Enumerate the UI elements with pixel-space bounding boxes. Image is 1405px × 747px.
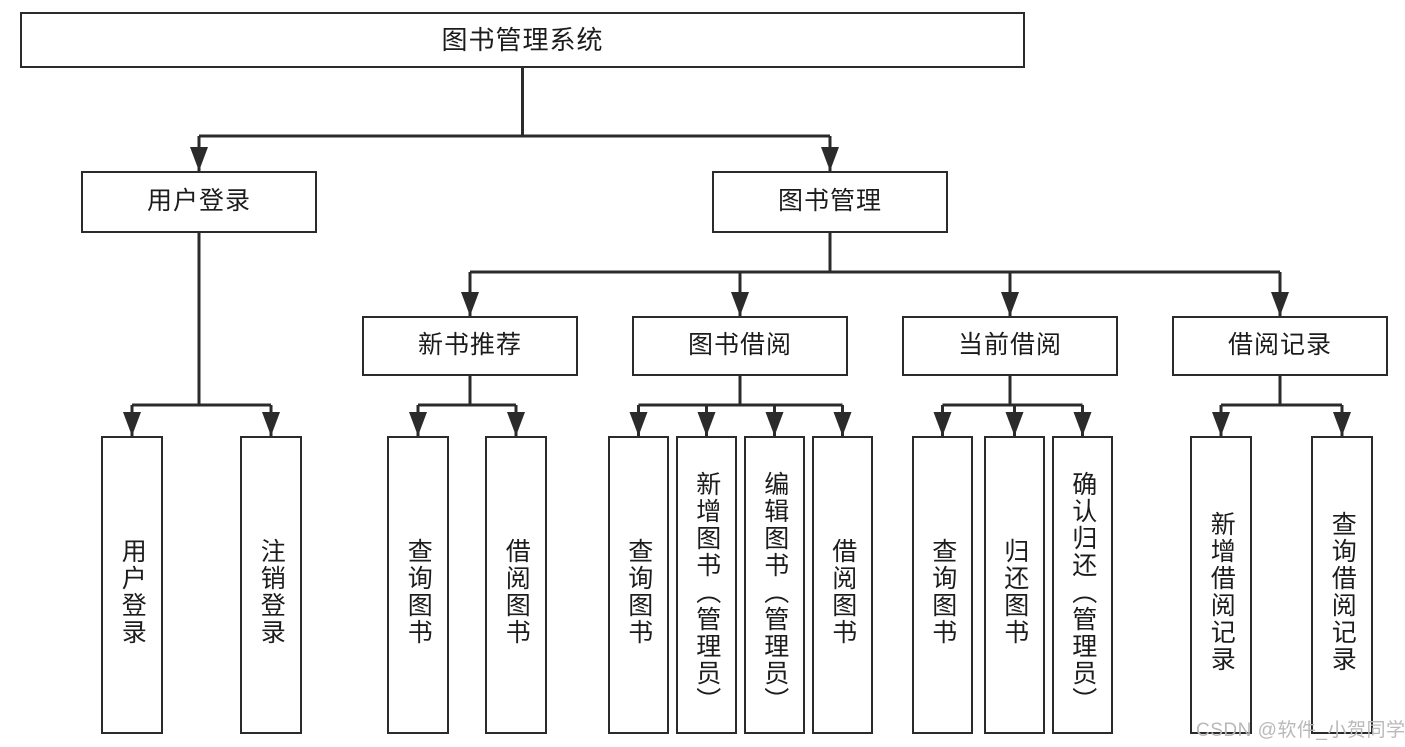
node-root-book-management-system[interactable]: 图书管理系统 — [20, 12, 1025, 68]
node-book-management[interactable]: 图书管理 — [712, 171, 948, 233]
node-user-login[interactable]: 用户登录 — [81, 171, 317, 233]
node-label: 新书推荐 — [417, 331, 522, 360]
node-label: 注销登录 — [257, 538, 286, 646]
node-label: 当前借阅 — [957, 331, 1062, 360]
node-label: 图书借阅 — [687, 331, 792, 360]
node-label: 借阅图书 — [828, 538, 857, 646]
node-label: 新增借阅记录 — [1207, 511, 1236, 673]
node-leaf-user-login[interactable]: 用户登录 — [101, 436, 163, 734]
node-label: 借阅记录 — [1227, 331, 1332, 360]
node-label: 查询图书 — [624, 538, 653, 646]
node-leaf-return-book[interactable]: 归还图书 — [984, 436, 1045, 734]
node-leaf-borrow-book-1[interactable]: 借阅图书 — [485, 436, 547, 734]
node-borrowing-record[interactable]: 借阅记录 — [1172, 316, 1388, 376]
node-leaf-logout[interactable]: 注销登录 — [240, 436, 302, 734]
node-leaf-query-book-1[interactable]: 查询图书 — [387, 436, 449, 734]
node-label: 用户登录 — [118, 538, 147, 646]
node-label: 用户登录 — [146, 187, 251, 216]
node-leaf-query-book-2[interactable]: 查询图书 — [608, 436, 669, 734]
node-label: 归还图书 — [1000, 538, 1029, 646]
node-label: 图书管理 — [777, 187, 882, 216]
node-label: 查询图书 — [404, 538, 433, 646]
node-label: 新增图书（管理员） — [692, 470, 721, 714]
node-new-book-recommendation[interactable]: 新书推荐 — [362, 316, 578, 376]
node-current-borrowing[interactable]: 当前借阅 — [902, 316, 1118, 376]
node-leaf-add-book-admin[interactable]: 新增图书（管理员） — [676, 436, 737, 734]
node-label: 查询借阅记录 — [1328, 511, 1357, 673]
node-leaf-confirm-return-admin[interactable]: 确认归还（管理员） — [1052, 436, 1113, 734]
node-book-borrowing[interactable]: 图书借阅 — [632, 316, 848, 376]
node-label: 编辑图书（管理员） — [760, 470, 789, 714]
node-leaf-borrow-book-2[interactable]: 借阅图书 — [812, 436, 873, 734]
node-label: 借阅图书 — [502, 538, 531, 646]
node-leaf-query-book-3[interactable]: 查询图书 — [912, 436, 973, 734]
node-leaf-query-borrow-record[interactable]: 查询借阅记录 — [1311, 436, 1373, 734]
node-leaf-edit-book-admin[interactable]: 编辑图书（管理员） — [744, 436, 805, 734]
csdn-watermark: CSDN @软件_小贺同学 — [1196, 720, 1405, 741]
node-label: 确认归还（管理员） — [1068, 470, 1097, 714]
node-leaf-add-borrow-record[interactable]: 新增借阅记录 — [1190, 436, 1252, 734]
node-label: 查询图书 — [928, 538, 957, 646]
node-label: 图书管理系统 — [441, 24, 604, 55]
